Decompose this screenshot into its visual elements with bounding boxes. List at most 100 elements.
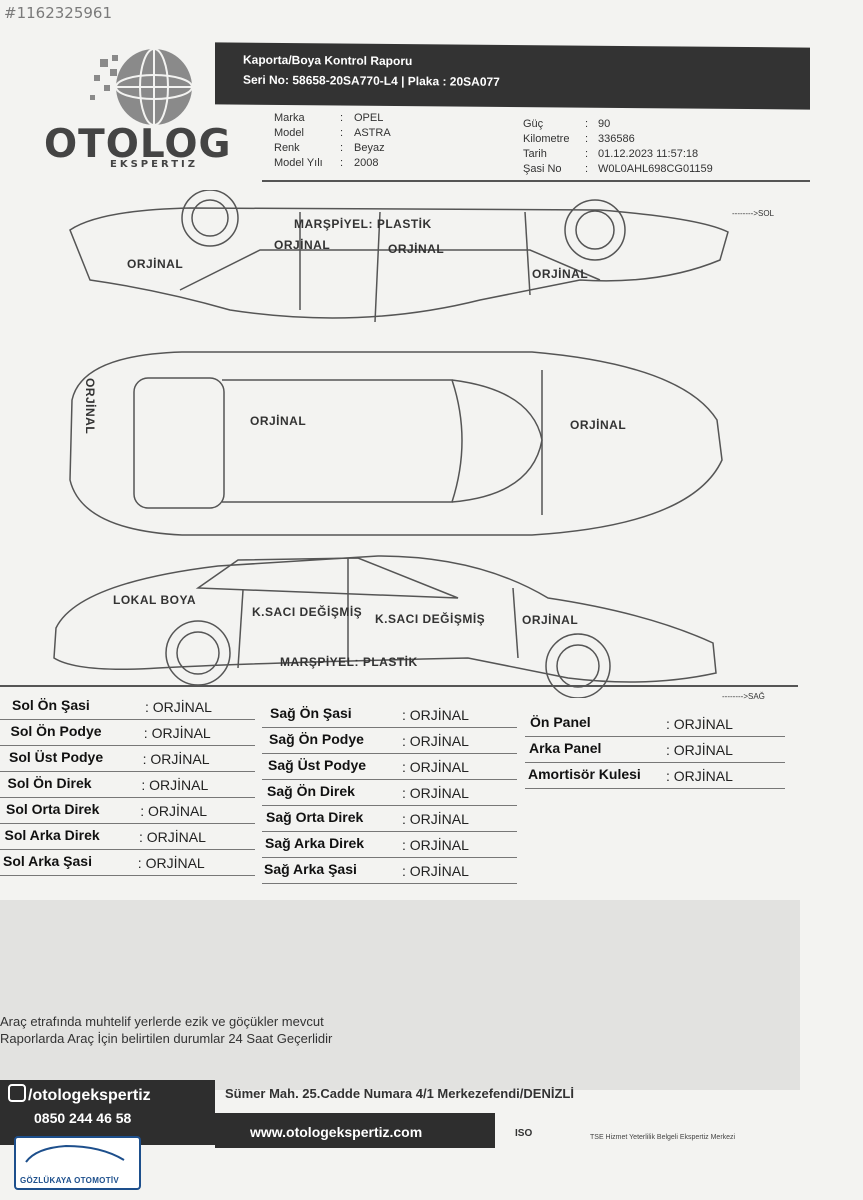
marka-value: OPEL — [354, 112, 384, 124]
right-rear-fender-label: LOKAL BOYA — [113, 593, 197, 607]
table-value: : ORJİNAL — [140, 803, 208, 819]
table-row-divider — [525, 788, 785, 789]
notes-panel — [0, 900, 800, 1090]
table-label: Sol Arka Direk — [4, 827, 100, 843]
tse-text: TSE Hizmet Yeterlilik Belgeli Ekspertiz … — [590, 1134, 736, 1141]
right-front-door-label: K.SACI DEĞİŞMİŞ — [375, 612, 486, 626]
header-rule — [262, 180, 810, 182]
globe-icon — [90, 48, 193, 126]
colon: : — [585, 133, 589, 145]
table-row-divider — [0, 823, 255, 824]
table-row-divider — [0, 875, 255, 876]
instagram-text: /otologekspertiz — [28, 1087, 151, 1104]
left-rear-door-label: ORJİNAL — [274, 238, 331, 252]
brand-sub: EKSPERTIZ — [110, 159, 198, 170]
table-row-divider — [0, 745, 255, 746]
top-trunk-label: ORJİNAL — [83, 378, 97, 435]
website-link[interactable]: www.otologekspertiz.com — [250, 1124, 423, 1140]
sag-arrow: -------->SAĞ — [722, 692, 765, 701]
table-label: Sol Ön Şasi — [12, 697, 90, 713]
table-row-divider — [262, 753, 517, 754]
instagram-handle: /otologekspertiz — [8, 1084, 151, 1105]
note-line-2: Raporlarda Araç İçin belirtilen durumlar… — [0, 1031, 333, 1046]
table-row-divider — [0, 771, 255, 772]
table-row-divider — [262, 727, 517, 728]
table-label: Sol Arka Şasi — [3, 853, 92, 869]
top-roof-label: ORJİNAL — [250, 414, 307, 428]
table-label: Sağ Orta Direk — [266, 809, 364, 825]
company-logo — [42, 45, 262, 175]
left-front-fender-label: ORJİNAL — [532, 267, 589, 281]
yil-label: Model Yılı — [274, 157, 323, 169]
tarih-value: 01.12.2023 11:57:18 — [598, 148, 699, 160]
left-rear-fender-label: ORJİNAL — [127, 257, 184, 271]
table-value: : ORJİNAL — [139, 829, 206, 845]
table-top-rule — [0, 685, 798, 687]
model-label: Model — [274, 127, 304, 139]
footer-contact-block — [0, 1080, 215, 1145]
yil-value: 2008 — [354, 157, 379, 169]
table-label: Sağ Ön Direk — [267, 783, 355, 799]
table-value: : ORJİNAL — [402, 863, 469, 879]
car-left-side-view — [60, 190, 740, 340]
right-rear-door-label: K.SACI DEĞİŞMİŞ — [252, 605, 363, 619]
table-label: Sol Ön Direk — [7, 775, 92, 791]
car-icon — [25, 1144, 125, 1163]
renk-value: Beyaz — [354, 142, 385, 154]
table-value: : ORJİNAL — [402, 707, 469, 723]
instagram-icon — [8, 1084, 26, 1102]
table-row-divider — [525, 736, 785, 737]
km-value: 336586 — [598, 133, 635, 145]
table-row-divider — [262, 805, 517, 806]
table-row-divider — [0, 849, 255, 850]
table-value: : ORJİNAL — [402, 785, 469, 801]
right-front-fender-label: ORJİNAL — [522, 613, 579, 627]
phone-number: 0850 244 46 58 — [34, 1110, 132, 1126]
colon: : — [340, 112, 344, 124]
table-row-divider — [0, 797, 255, 798]
iso-logo: ISO — [515, 1128, 533, 1139]
colon: : — [585, 118, 589, 130]
table-label: Sağ Arka Şasi — [264, 861, 357, 877]
colon: : — [340, 142, 344, 154]
table-label: Sol Ön Podye — [10, 723, 102, 739]
guc-label: Güç — [523, 118, 544, 130]
model-value: ASTRA — [354, 127, 391, 139]
table-label: Ön Panel — [530, 714, 591, 730]
left-front-door-label: ORJİNAL — [388, 242, 445, 256]
table-row-divider — [262, 883, 517, 884]
table-row-divider — [262, 779, 517, 780]
sol-arrow: -------->SOL — [732, 209, 774, 218]
marka-label: Marka — [274, 112, 305, 124]
report-title: Kaporta/Boya Kontrol Raporu — [243, 52, 413, 69]
renk-label: Renk — [274, 142, 300, 154]
table-row-divider — [262, 857, 517, 858]
address: Sümer Mah. 25.Cadde Numara 4/1 Merkezefe… — [225, 1086, 574, 1101]
guc-value: 90 — [598, 118, 611, 130]
table-value: : ORJİNAL — [143, 725, 211, 741]
table-label: Amortisör Kulesi — [528, 766, 641, 782]
car-right-side-view — [48, 548, 723, 698]
table-value: : ORJİNAL — [141, 777, 209, 793]
table-label: Sağ Ön Podye — [269, 731, 364, 747]
report-serial: Seri No: 58658-20SA770-L4 | Plaka : 20SA… — [243, 72, 500, 89]
table-value: : ORJİNAL — [402, 733, 469, 749]
top-hood-label: ORJİNAL — [570, 418, 627, 432]
car-top-view — [62, 340, 732, 545]
left-marspiyel-label: MARŞPİYEL: PLASTİK — [294, 217, 432, 231]
brand-name: OTOLOG — [44, 122, 232, 167]
table-value: : ORJİNAL — [402, 759, 469, 775]
table-label: Sağ Ön Şasi — [270, 705, 352, 721]
colon: : — [585, 163, 589, 175]
colon: : — [340, 157, 344, 169]
note-line-1: Araç etrafında muhtelif yerlerde ezik ve… — [0, 1014, 324, 1029]
dealer-badge-text: GÖZLÜKAYA OTOMOTİV — [20, 1176, 120, 1185]
sasi-label: Şasi No — [523, 163, 562, 175]
right-marspiyel-label: MARŞPİYEL: PLASTİK — [280, 655, 418, 669]
table-row-divider — [262, 831, 517, 832]
table-value: : ORJİNAL — [666, 716, 733, 732]
table-label: Sol Üst Podye — [9, 749, 104, 765]
table-value: : ORJİNAL — [142, 751, 210, 767]
table-row-divider — [0, 719, 255, 720]
